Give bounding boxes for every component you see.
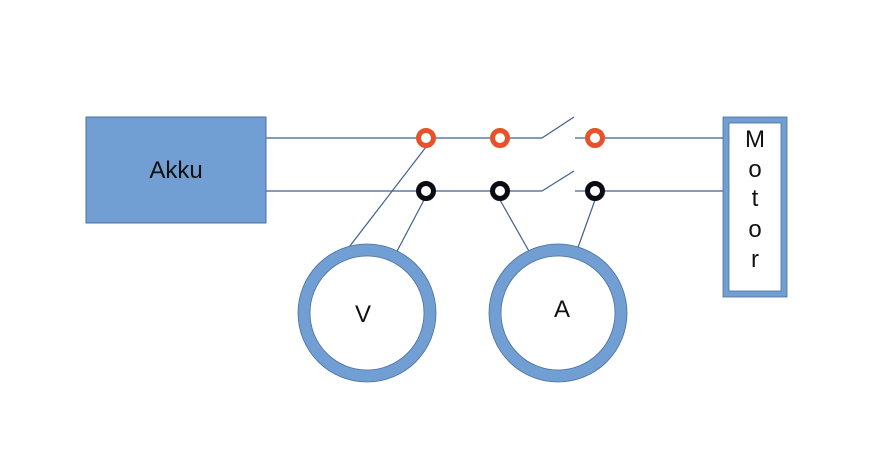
terminals [416, 128, 605, 201]
motor-letter-3: t [752, 185, 759, 212]
battery-box [85, 116, 267, 224]
motor-letter-4: o [748, 216, 761, 243]
ammeter-lead-left [499, 199, 531, 254]
voltmeter-label: V [355, 301, 371, 328]
ammeter-lead-right [575, 199, 596, 254]
voltmeter-lead-positive [342, 146, 427, 256]
wires [266, 116, 724, 256]
ammeter-ring [489, 244, 627, 382]
terminal-positive-3[interactable] [585, 128, 605, 148]
ammeter: A [488, 243, 628, 383]
terminal-positive-1[interactable] [416, 128, 436, 148]
motor-letter-2: o [748, 156, 761, 183]
voltmeter-lead-negative [394, 199, 425, 256]
voltmeter-ring [298, 244, 436, 382]
battery-label: Akku [149, 157, 202, 184]
battery: Akku [85, 116, 267, 224]
motor-box [723, 117, 787, 297]
terminal-negative-3[interactable] [585, 181, 605, 201]
motor: M o t o r [722, 116, 788, 298]
terminal-negative-1[interactable] [416, 181, 436, 201]
voltmeter: V [297, 243, 437, 383]
ammeter-label: A [554, 296, 570, 323]
terminal-negative-2[interactable] [490, 181, 510, 201]
motor-letter-5: r [751, 246, 759, 273]
terminal-positive-2[interactable] [490, 128, 510, 148]
switch-blade-top [541, 116, 575, 139]
switch-blade-bottom [541, 170, 575, 192]
motor-letter-1: M [745, 126, 765, 153]
